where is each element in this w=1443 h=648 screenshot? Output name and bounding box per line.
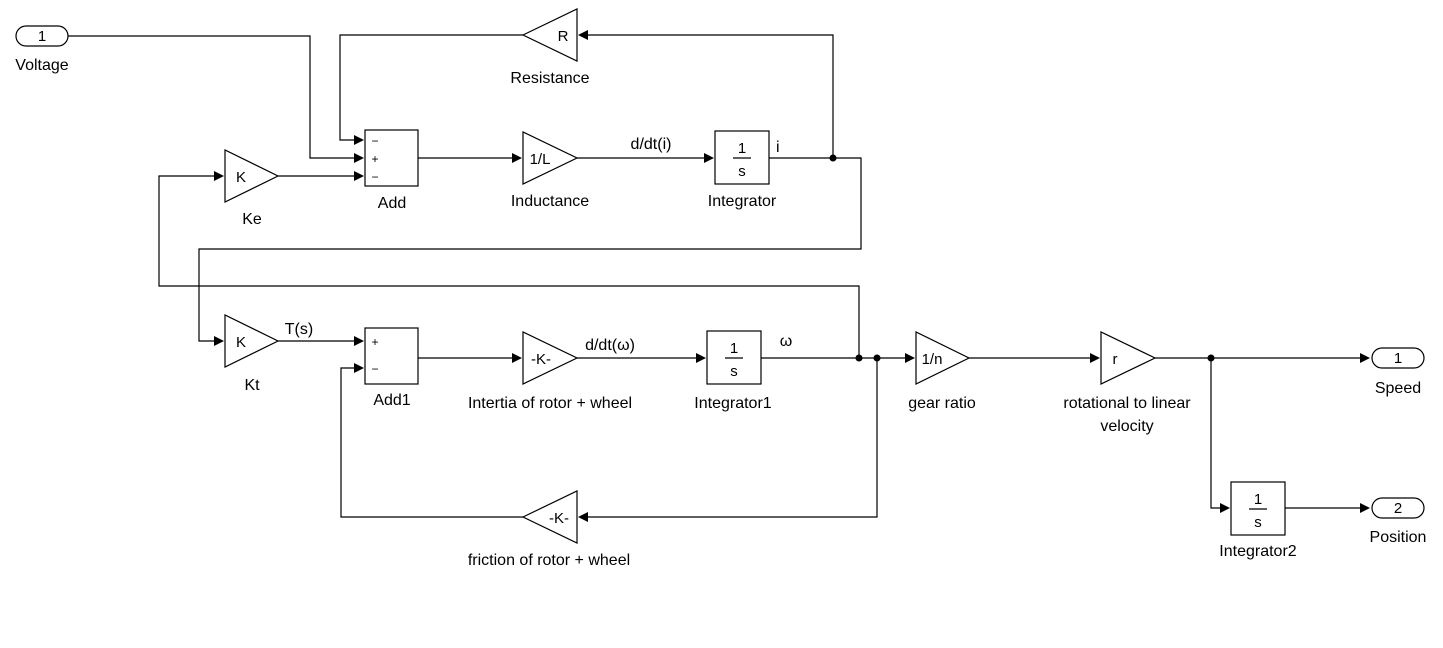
inport-voltage[interactable]: 1 Voltage xyxy=(15,25,69,74)
block-label: Ke xyxy=(242,211,262,228)
signal-lines xyxy=(68,34,1360,518)
block-denominator: s xyxy=(738,163,746,180)
wire-resistance-to-add[interactable] xyxy=(339,34,523,141)
block-label: Kt xyxy=(244,377,260,394)
block-label: Add1 xyxy=(373,392,410,409)
block-label: friction of rotor + wheel xyxy=(468,552,630,569)
block-label-line1: rotational to linear xyxy=(1063,395,1191,412)
wire-i-to-resistance[interactable] xyxy=(588,34,834,158)
wire-i-to-kt[interactable] xyxy=(198,157,862,342)
block-label: Integrator2 xyxy=(1219,543,1296,560)
block-label: Add xyxy=(378,195,406,212)
block-glyph: R xyxy=(558,28,569,45)
wire-speed-to-integrator2[interactable] xyxy=(1210,358,1220,509)
sum-sign: − xyxy=(371,362,378,376)
gain-block-friction[interactable]: -K- friction of rotor + wheel xyxy=(468,490,630,569)
inport-label: Voltage xyxy=(15,57,68,74)
branch-point-i xyxy=(829,154,837,162)
block-glyph: -K- xyxy=(531,351,551,368)
outport-speed[interactable]: 1 Speed xyxy=(1371,347,1425,397)
signal-label-torque: T(s) xyxy=(285,321,313,338)
block-label: Resistance xyxy=(510,70,589,87)
block-denominator: s xyxy=(730,363,738,380)
gain-block-gear-ratio[interactable]: 1/n gear ratio xyxy=(908,331,976,412)
wire-voltage-to-add[interactable] xyxy=(68,35,354,159)
gain-block-ke[interactable]: K Ke xyxy=(224,149,280,228)
block-glyph: K xyxy=(236,169,246,186)
branch-point-speed xyxy=(1207,354,1215,362)
gain-block-rotational-to-linear[interactable]: r rotational to linear velocity xyxy=(1063,331,1191,435)
signal-label-didt: d/dt(i) xyxy=(631,136,672,153)
block-numerator: 1 xyxy=(1254,491,1262,508)
outport-position[interactable]: 2 Position xyxy=(1370,497,1427,546)
sum-sign: + xyxy=(371,152,378,166)
block-glyph: K xyxy=(236,334,246,351)
signal-label-i: i xyxy=(776,139,780,156)
sum-sign: − xyxy=(371,134,378,148)
block-label-line2: velocity xyxy=(1100,418,1153,435)
outport-number: 1 xyxy=(1394,350,1402,367)
wire-omega-to-ke[interactable] xyxy=(158,175,860,358)
gain-block-inertia[interactable]: -K- Intertia of rotor + wheel xyxy=(468,331,632,412)
block-label: Integrator xyxy=(708,193,777,210)
gain-block-kt[interactable]: K Kt xyxy=(224,314,280,394)
block-label: Inductance xyxy=(511,193,589,210)
sum-block-add1[interactable]: + − Add1 xyxy=(364,327,419,409)
block-label: Integrator1 xyxy=(694,395,771,412)
wire-omega-to-friction[interactable] xyxy=(588,358,878,518)
integrator1-block[interactable]: 1 s Integrator1 xyxy=(694,330,772,412)
block-glyph: -K- xyxy=(549,510,569,527)
integrator2-block[interactable]: 1 s Integrator2 xyxy=(1219,481,1297,560)
block-numerator: 1 xyxy=(738,140,746,157)
integrator-block[interactable]: 1 s Integrator xyxy=(708,130,777,210)
block-numerator: 1 xyxy=(730,340,738,357)
block-label: gear ratio xyxy=(908,395,976,412)
branch-point-omega-2 xyxy=(873,354,881,362)
block-denominator: s xyxy=(1254,514,1262,531)
sum-block-add[interactable]: − + − Add xyxy=(364,129,419,212)
outport-number: 2 xyxy=(1394,500,1402,517)
outport-label: Speed xyxy=(1375,380,1421,397)
arrowheads xyxy=(214,30,1370,522)
block-glyph: r xyxy=(1113,351,1118,368)
signal-label-dwdt: d/dt(ω) xyxy=(585,337,635,354)
sum-sign: + xyxy=(371,335,378,349)
gain-block-inductance[interactable]: 1/L Inductance xyxy=(511,131,589,210)
signal-label-omega: ω xyxy=(780,333,793,350)
gain-block-resistance[interactable]: R Resistance xyxy=(510,8,590,87)
signal-labels: d/dt(i) i T(s) d/dt(ω) ω xyxy=(285,136,792,354)
block-glyph: 1/n xyxy=(922,351,943,368)
wire-friction-to-add1[interactable] xyxy=(340,367,523,518)
sum-sign: − xyxy=(371,170,378,184)
block-label: Intertia of rotor + wheel xyxy=(468,395,632,412)
inport-number: 1 xyxy=(38,28,46,45)
block-glyph: 1/L xyxy=(530,151,551,168)
branch-point-omega-1 xyxy=(855,354,863,362)
branch-points xyxy=(829,154,1215,362)
outport-label: Position xyxy=(1370,529,1427,546)
